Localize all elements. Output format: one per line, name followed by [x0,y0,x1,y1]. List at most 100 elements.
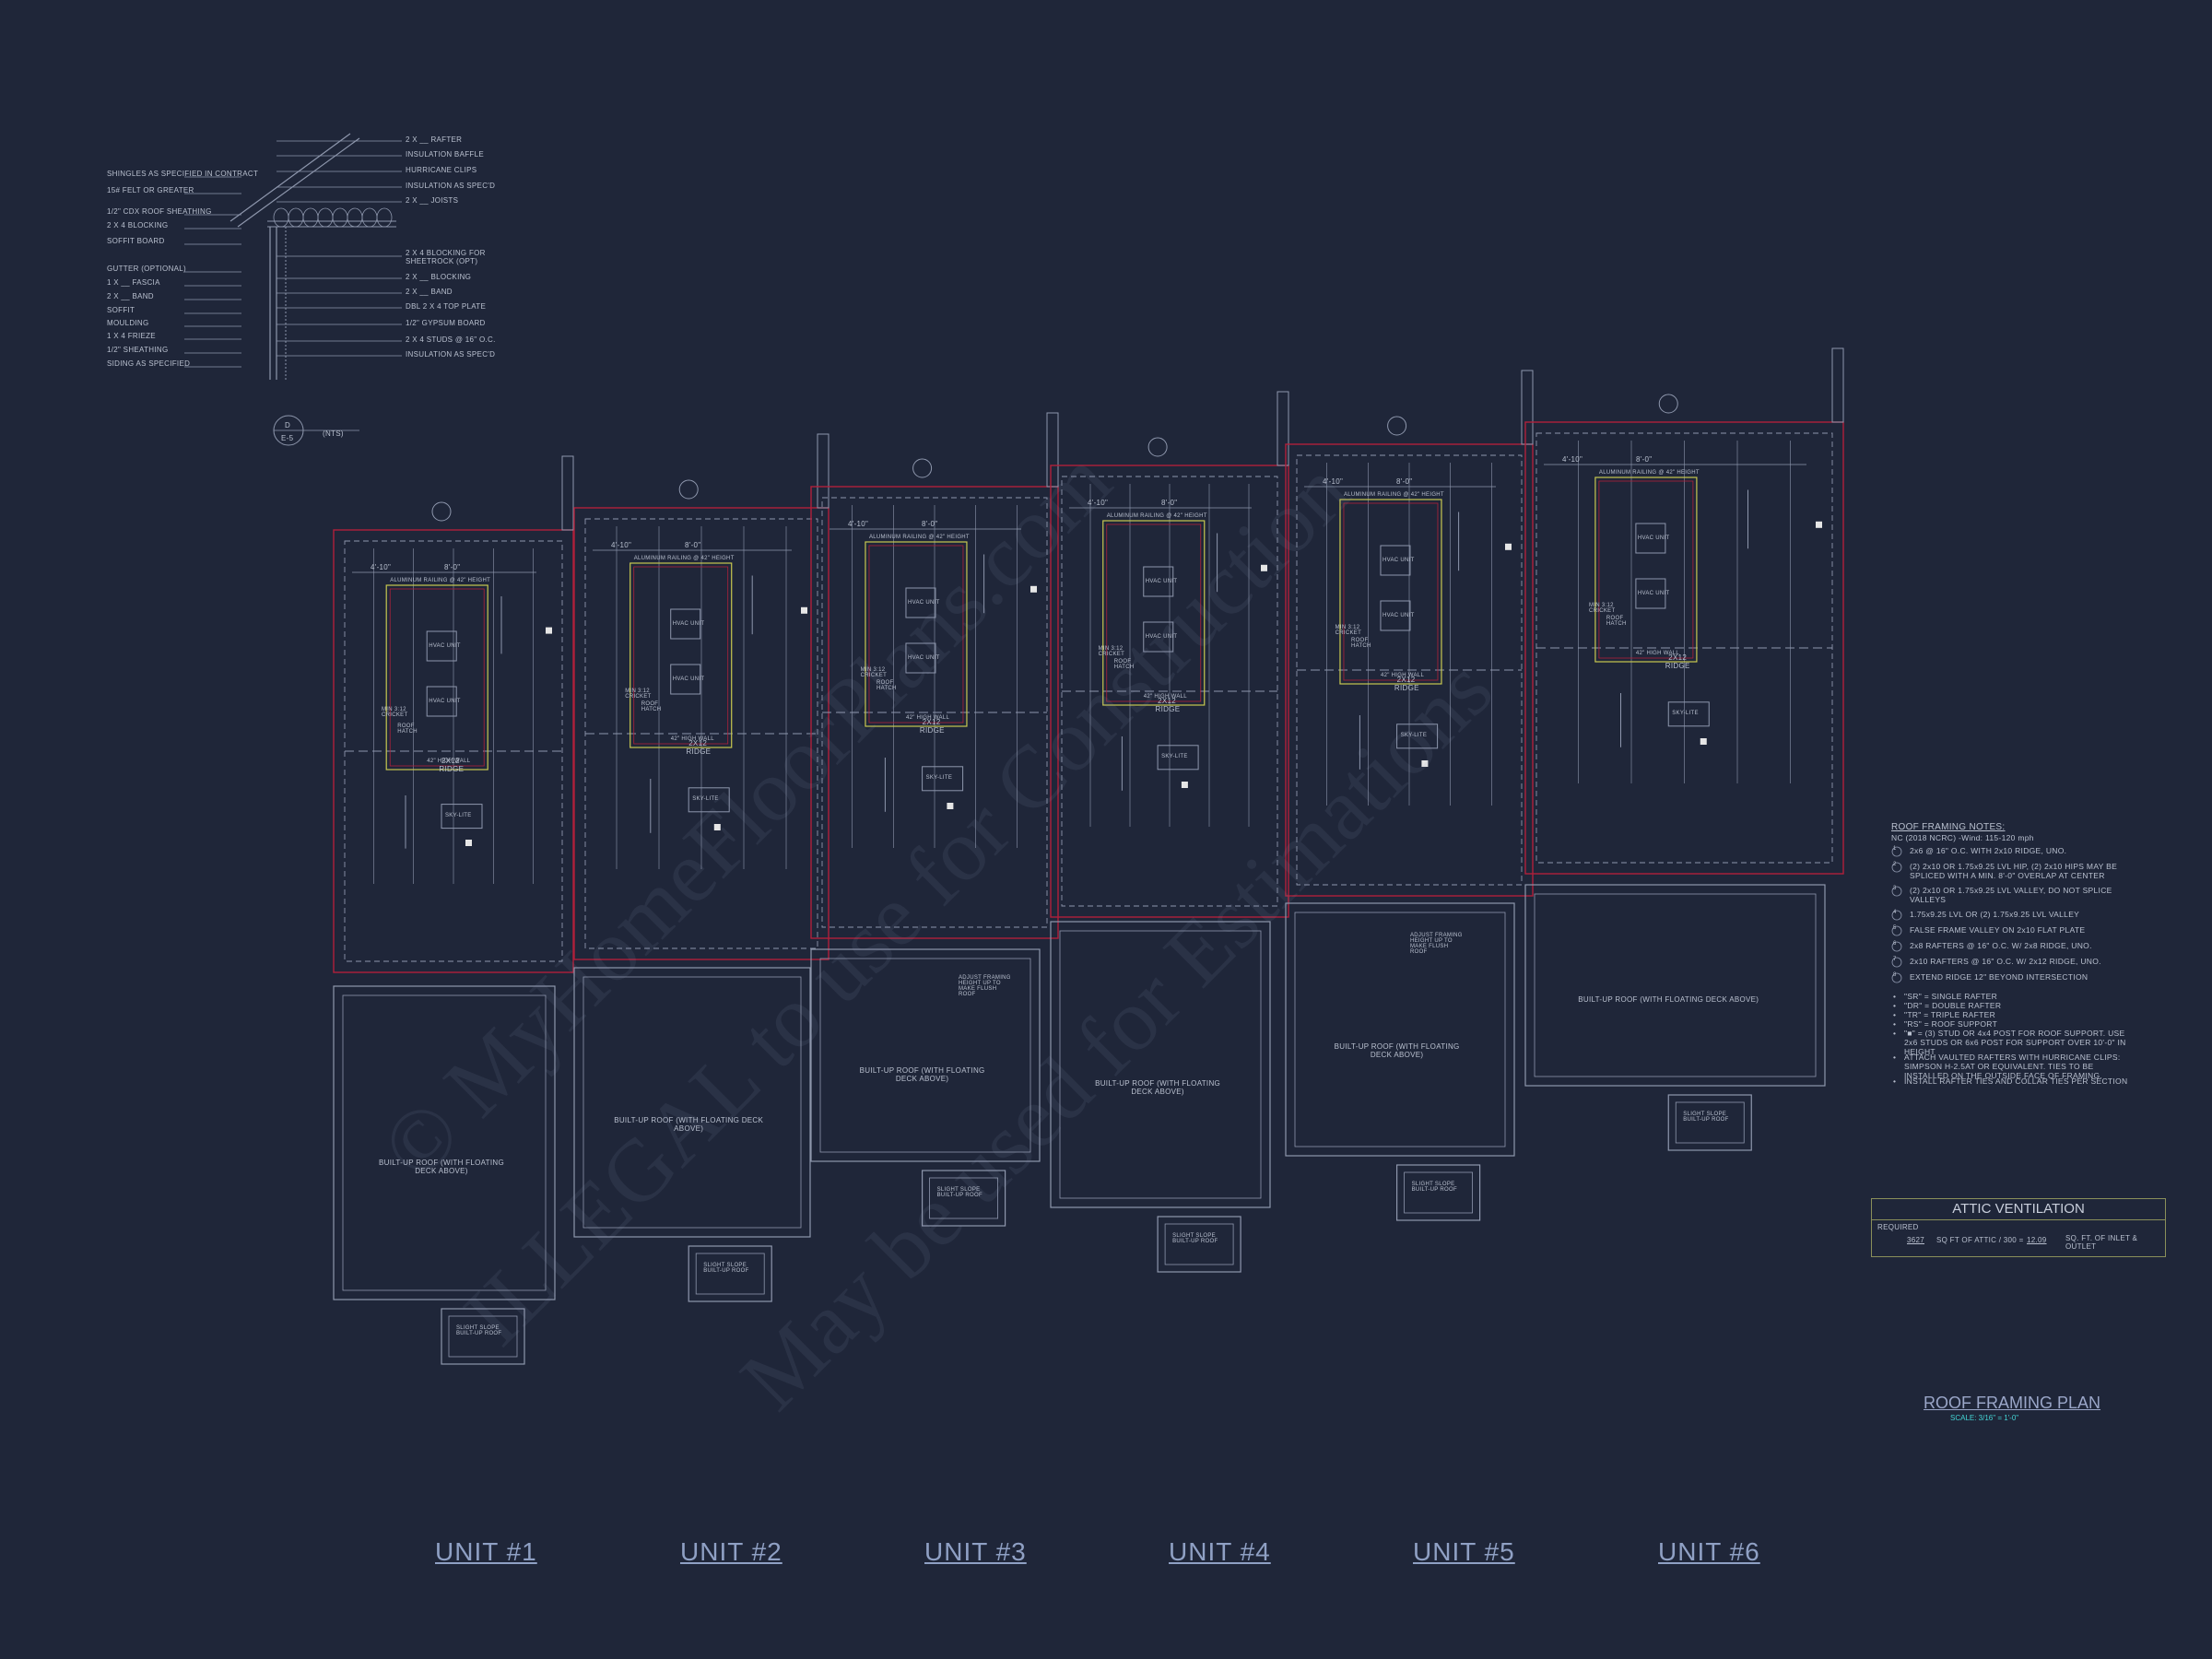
detail-left-label: 2 X __ BAND [107,292,154,300]
unit-deck-label: BUILT-UP ROOF (WITH FLOATING DECK ABOVE) [1334,1041,1460,1059]
unit-ridge-size: 2X12 [688,739,708,747]
unit-skylite-label: SKY-LITE [925,774,953,781]
unit-slope-box [1395,1164,1481,1221]
unit-dim-a: 4'-10" [1323,477,1344,486]
note-item: EXTEND RIDGE 12" BEYOND INTERSECTION [1910,972,2088,982]
unit-support-post [801,606,807,614]
unit-label: UNIT #4 [1169,1537,1271,1566]
note-bullet: INSTALL RAFTER TIES AND COLLAR TIES PER … [1904,1077,2128,1086]
unit-ridge-size: 2X12 [922,718,941,726]
detail-right-label: DBL 2 X 4 TOP PLATE [406,302,487,311]
unit-parapet [1831,347,1844,423]
unit-slope-label: SLIGHT SLOPE BUILT-UP ROOF [1411,1182,1457,1193]
unit-slope-label: SLIGHT SLOPE BUILT-UP ROOF [703,1263,749,1274]
unit-support-post [1816,521,1822,528]
unit-slope-inner [1675,1101,1745,1144]
note-bullet-dot: • [1893,1077,1897,1086]
unit-roof-hatch: ROOF HATCH [397,724,418,735]
unit-label: UNIT #6 [1658,1537,1760,1566]
unit-deck-inner [342,994,547,1291]
unit-hvac-label: HVAC UNIT [907,655,940,661]
unit-deck-label: BUILT-UP ROOF (WITH FLOATING DECK ABOVE) [1578,994,1759,1004]
unit-parapet [1521,370,1534,445]
unit-slope-label: SLIGHT SLOPE BUILT-UP ROOF [936,1187,982,1198]
detail-insulation [317,207,334,228]
unit-skylite [688,787,730,813]
unit-railing-label: ALUMINUM RAILING @ 42" HEIGHT [1598,470,1700,476]
unit-cricket-label: MIN 3:12 CRICKET [1098,646,1125,657]
detail-right-label: HURRICANE CLIPS [406,166,477,174]
unit-slope-label: SLIGHT SLOPE BUILT-UP ROOF [1172,1233,1218,1244]
unit-cricket-label: MIN 3:12 CRICKET [1589,603,1616,614]
note-number-circle [1891,957,1902,968]
unit-hvac-wall [1343,502,1439,681]
attic-ventilation-table: ATTIC VENTILATION REQUIRED 3627 SQ FT OF… [1871,1198,2166,1257]
unit-dim-a: 4'-10" [1562,455,1583,464]
note-bullet-dot: • [1893,1001,1897,1010]
unit-roof-outline [810,486,1059,939]
attic-sqft: 3627 [1907,1236,1924,1244]
unit-wall-label: 42" HIGH WALL [1143,694,1187,700]
unit-ridge-label: RIDGE [1394,684,1419,692]
note-bullet-dot: • [1893,992,1897,1001]
unit-dim-b: 8'-0" [1396,477,1413,486]
note-bullet: "■" = (3) STUD OR 4x4 POST FOR ROOF SUPP… [1904,1029,2126,1056]
detail-roof-line [237,137,360,228]
unit-hvac-label: HVAC UNIT [1145,579,1178,584]
unit-parapet [1277,391,1289,466]
unit-deck-outline [333,985,556,1300]
unit-hvac-railing [385,584,488,771]
note-number-circle [1891,925,1902,936]
unit-cricket-label: MIN 3:12 CRICKET [382,707,408,718]
unit-section-callout [1387,416,1407,436]
detail-right-label: INSULATION AS SPEC'D [406,350,496,359]
unit-support-post [1261,564,1267,571]
note-bullet: "SR" = SINGLE RAFTER [1904,992,1998,1001]
unit-slope-label: SLIGHT SLOPE BUILT-UP ROOF [456,1325,502,1336]
unit-ridge-label: RIDGE [439,765,465,773]
note-bullet-dot: • [1893,1053,1897,1062]
unit-roof-hatch: ROOF HATCH [876,680,897,691]
attic-ventilation-title: ATTIC VENTILATION [1872,1199,2165,1220]
detail-left-label: 1 X 4 FRIEZE [107,332,156,340]
unit-slope-box [688,1245,772,1302]
unit-hvac-railing [1339,499,1442,685]
notes-subtitle: NC (2018 NCRC) -Wind: 115-120 mph [1891,833,2034,842]
note-item: FALSE FRAME VALLEY ON 2x10 FLAT PLATE [1910,925,2086,935]
unit-roof-outline [1524,421,1844,875]
unit-hvac-box [1143,621,1174,653]
unit-railing-label: ALUMINUM RAILING @ 42" HEIGHT [633,556,735,561]
detail-left-label: SHINGLES AS SPECIFIED IN CONTRACT [107,170,259,178]
unit-hvac-box [670,664,701,695]
unit-label: UNIT #3 [924,1537,1027,1566]
unit-hvac-wall [633,566,729,745]
unit-section-callout [431,501,452,522]
note-bullet-dot: • [1893,1019,1897,1029]
unit-section-callout [678,479,699,500]
note-item: 1.75x9.25 LVL OR (2) 1.75x9.25 LVL VALLE… [1910,910,2080,919]
unit-hvac-label: HVAC UNIT [672,677,705,682]
unit-deck-outline [1050,921,1271,1208]
unit-hvac-label: HVAC UNIT [1145,634,1178,640]
unit-hvac-box [1635,578,1666,609]
note-number-circle [1891,862,1902,873]
unit-label: UNIT #5 [1413,1537,1515,1566]
unit-cricket-label: MIN 3:12 CRICKET [625,688,652,700]
note-item: (2) 2x10 OR 1.75x9.25 LVL HIP, (2) 2x10 … [1910,862,2118,880]
detail-left-label: 1/2" CDX ROOF SHEATHING [107,207,212,216]
unit-railing-label: ALUMINUM RAILING @ 42" HEIGHT [1343,492,1444,498]
note-number: 5 [1893,925,1897,931]
attic-sqft-text: SQ FT OF ATTIC / 300 = [1936,1236,2024,1244]
detail-insulation [347,207,363,228]
unit-ridge-size: 2X12 [441,757,460,765]
unit-skylite [922,766,964,792]
unit-railing-label: ALUMINUM RAILING @ 42" HEIGHT [868,535,970,540]
note-bullet-dot: • [1893,1029,1897,1038]
note-item: 2x6 @ 16" O.C. WITH 2x10 RIDGE, UNO. [1910,846,2067,855]
unit-label: UNIT #2 [680,1537,782,1566]
unit-roof-outline [1050,465,1289,918]
note-number: 2 [1893,862,1897,867]
detail-insulation [376,207,393,228]
unit-roof-hatch: ROOF HATCH [1606,616,1627,627]
unit-hvac-wall [389,588,485,767]
